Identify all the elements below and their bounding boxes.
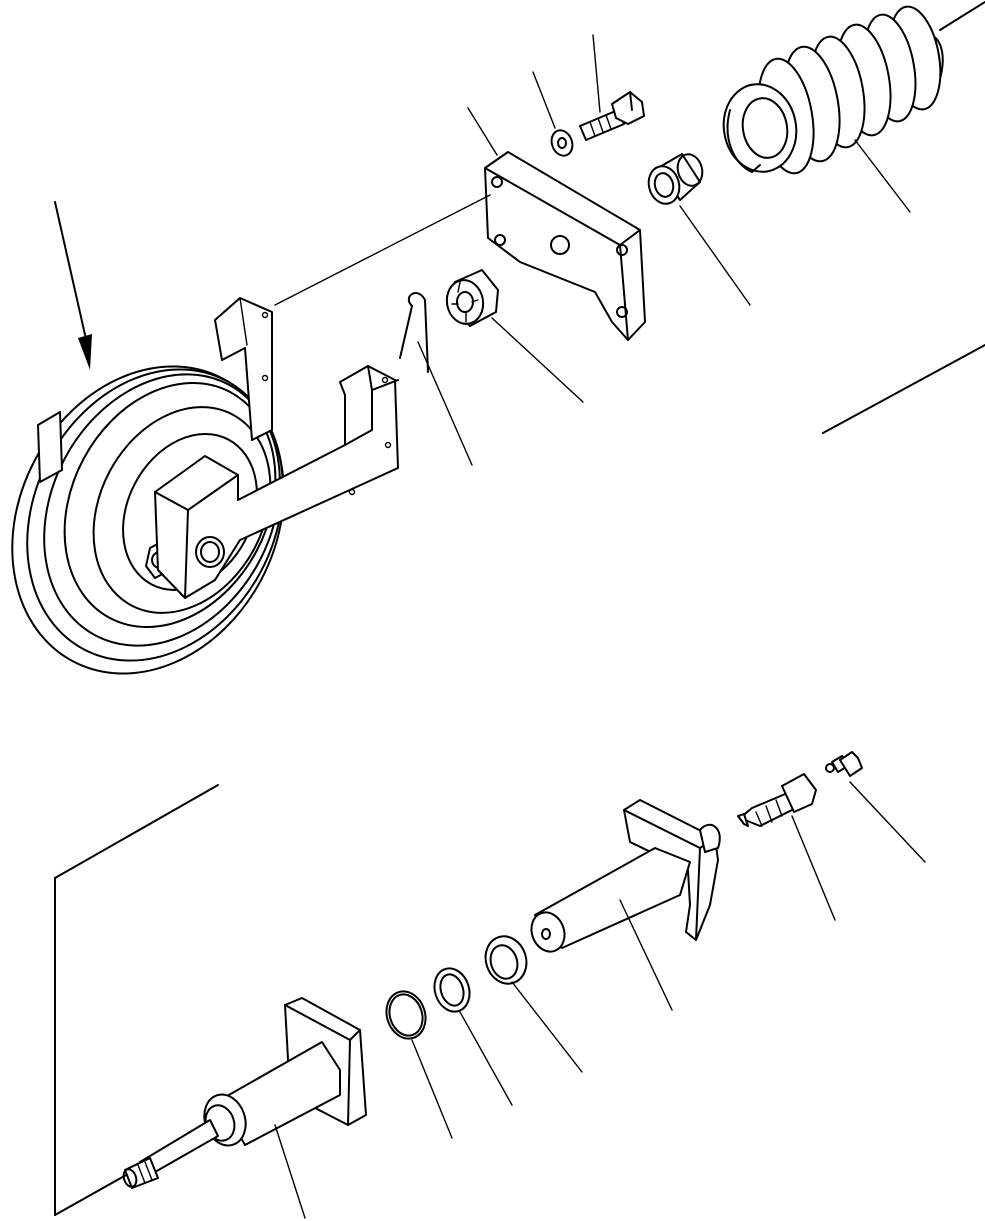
o-ring bbox=[385, 990, 453, 1139]
recoil-cylinder-rod bbox=[122, 997, 367, 1219]
thrust-washer bbox=[433, 967, 513, 1106]
idler-yoke-shaft bbox=[530, 799, 721, 1011]
recoil-spring bbox=[722, 5, 944, 213]
idler-assembly bbox=[11, 201, 399, 675]
spacer-plate bbox=[274, 107, 646, 341]
upper-group-boundary bbox=[822, 1, 985, 434]
cotter-pin bbox=[399, 292, 473, 466]
bushing-ring bbox=[484, 935, 583, 1073]
bolt bbox=[579, 34, 645, 141]
grease-valve bbox=[737, 773, 836, 921]
castle-nut bbox=[445, 269, 584, 403]
washer bbox=[532, 71, 574, 157]
bushing bbox=[647, 153, 751, 306]
grease-fitting-elbow bbox=[825, 751, 926, 863]
